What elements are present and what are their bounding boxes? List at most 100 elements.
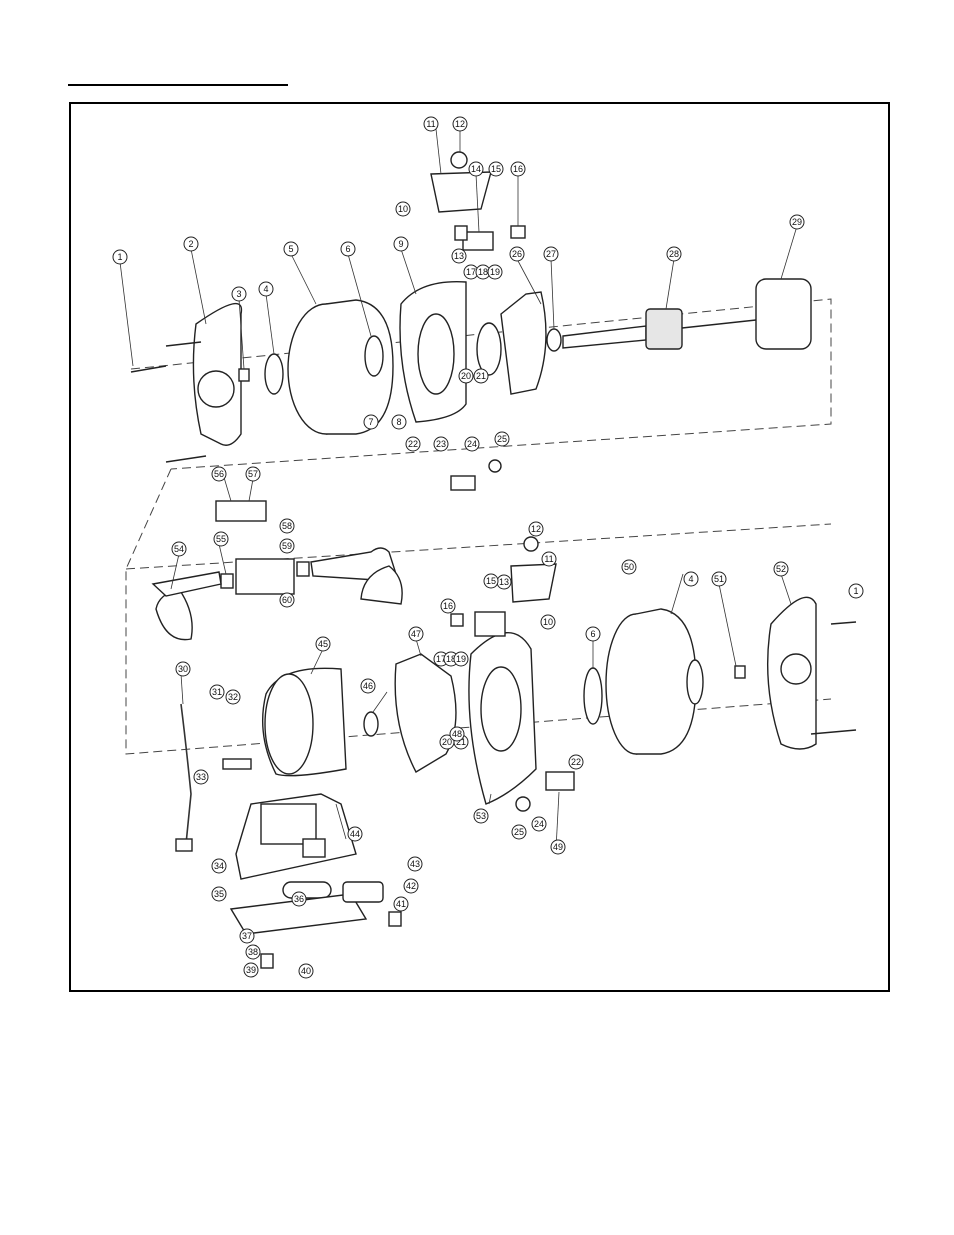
callout-label: 33 [196, 772, 206, 782]
shield-knob-nut-lower [450, 613, 464, 627]
shield-knob [450, 151, 468, 169]
callout-26: 26 [509, 246, 525, 262]
callout-label: 54 [174, 544, 184, 554]
callout-41: 41 [393, 896, 409, 912]
callout-27: 27 [543, 246, 559, 262]
callout-55: 55 [213, 531, 229, 547]
bolt-lower [810, 729, 857, 735]
callout-6: 6 [585, 626, 601, 642]
callout-9: 9 [393, 236, 409, 252]
callout-24: 24 [531, 816, 547, 832]
callout-circle [451, 248, 467, 264]
callout-label: 24 [467, 439, 477, 449]
callout-37: 37 [239, 928, 255, 944]
eye-shield-lower [510, 563, 557, 603]
motor-end-cover-lower [394, 653, 457, 773]
callout-circle [209, 684, 225, 700]
connector-nut-right [296, 561, 310, 577]
callout-label: 4 [263, 284, 268, 294]
callout-circle [468, 161, 484, 177]
base-window [302, 838, 326, 858]
callout-label: 11 [544, 554, 553, 564]
callout-label: 19 [456, 654, 466, 664]
callout-39: 39 [243, 962, 259, 978]
callout-label: 49 [553, 842, 563, 852]
callout-label: 47 [411, 629, 421, 639]
callout-circle [298, 963, 314, 979]
callout-label: 60 [282, 595, 292, 605]
cord-clamp [222, 758, 252, 770]
callout-label: 59 [282, 541, 292, 551]
callout-label: 41 [396, 899, 406, 909]
callout-label: 35 [214, 889, 224, 899]
callout-circle [449, 726, 465, 742]
callout-circle [453, 651, 469, 667]
callout-circle [440, 598, 456, 614]
callout-50: 50 [621, 559, 637, 575]
callout-4: 4 [258, 281, 274, 297]
callout-30: 30 [175, 661, 191, 677]
callout-circle [315, 636, 331, 652]
callout-43: 43 [407, 856, 423, 872]
callout-57: 57 [245, 466, 261, 482]
guard-opening [417, 313, 455, 395]
callout-label: 5 [288, 244, 293, 254]
lamp-shade-left [155, 588, 193, 641]
callout-label: 39 [246, 965, 256, 975]
callout-25: 25 [494, 431, 510, 447]
callout-circle [258, 281, 274, 297]
callout-47: 47 [408, 626, 424, 642]
callout-circle [433, 436, 449, 452]
guard-outer-hole [780, 653, 812, 685]
motor-housing-face [264, 673, 314, 775]
callout-label: 37 [242, 931, 252, 941]
power-cord [180, 703, 192, 845]
flange [264, 353, 284, 395]
callout-label: 21 [476, 371, 486, 381]
callout-10: 10 [395, 201, 411, 217]
callout-label: 46 [363, 681, 373, 691]
callout-5: 5 [283, 241, 299, 257]
callout-58: 58 [279, 518, 295, 534]
callout-label: 9 [398, 239, 403, 249]
capacitor [282, 881, 332, 899]
callout-circle [231, 286, 247, 302]
callout-circle [393, 896, 409, 912]
callout-label: 16 [513, 164, 523, 174]
callout-14: 14 [468, 161, 484, 177]
callout-circle [483, 573, 499, 589]
callout-circle [773, 561, 789, 577]
tool-rest-lower [545, 771, 575, 791]
callout-11: 11 [541, 551, 557, 567]
callout-circle [245, 944, 261, 960]
shield-clamp [454, 225, 468, 241]
callout-21: 21 [473, 368, 489, 384]
callout-label: 10 [543, 617, 553, 627]
shaft-end [681, 319, 757, 329]
flange-inner [364, 335, 384, 377]
lamp-arm-left [151, 571, 222, 597]
callout-circle [360, 678, 376, 694]
callout-label: 58 [282, 521, 292, 531]
callout-1: 1 [112, 249, 128, 265]
callout-circle [193, 769, 209, 785]
callout-label: 26 [512, 249, 522, 259]
callout-circle [405, 436, 421, 452]
callout-label: 52 [776, 564, 786, 574]
callout-label: 1 [117, 252, 122, 262]
callout-label: 57 [248, 469, 258, 479]
callout-label: 43 [410, 859, 420, 869]
callout-44: 44 [347, 826, 363, 842]
callout-circle [458, 368, 474, 384]
callout-circle [666, 246, 682, 262]
callout-33: 33 [193, 769, 209, 785]
callout-label: 22 [408, 439, 418, 449]
switch-plate [342, 881, 384, 903]
callout-circle [183, 236, 199, 252]
callout-label: 31 [212, 687, 222, 697]
callout-46: 46 [360, 678, 376, 694]
heading-underline [68, 84, 288, 86]
callout-circle [239, 928, 255, 944]
